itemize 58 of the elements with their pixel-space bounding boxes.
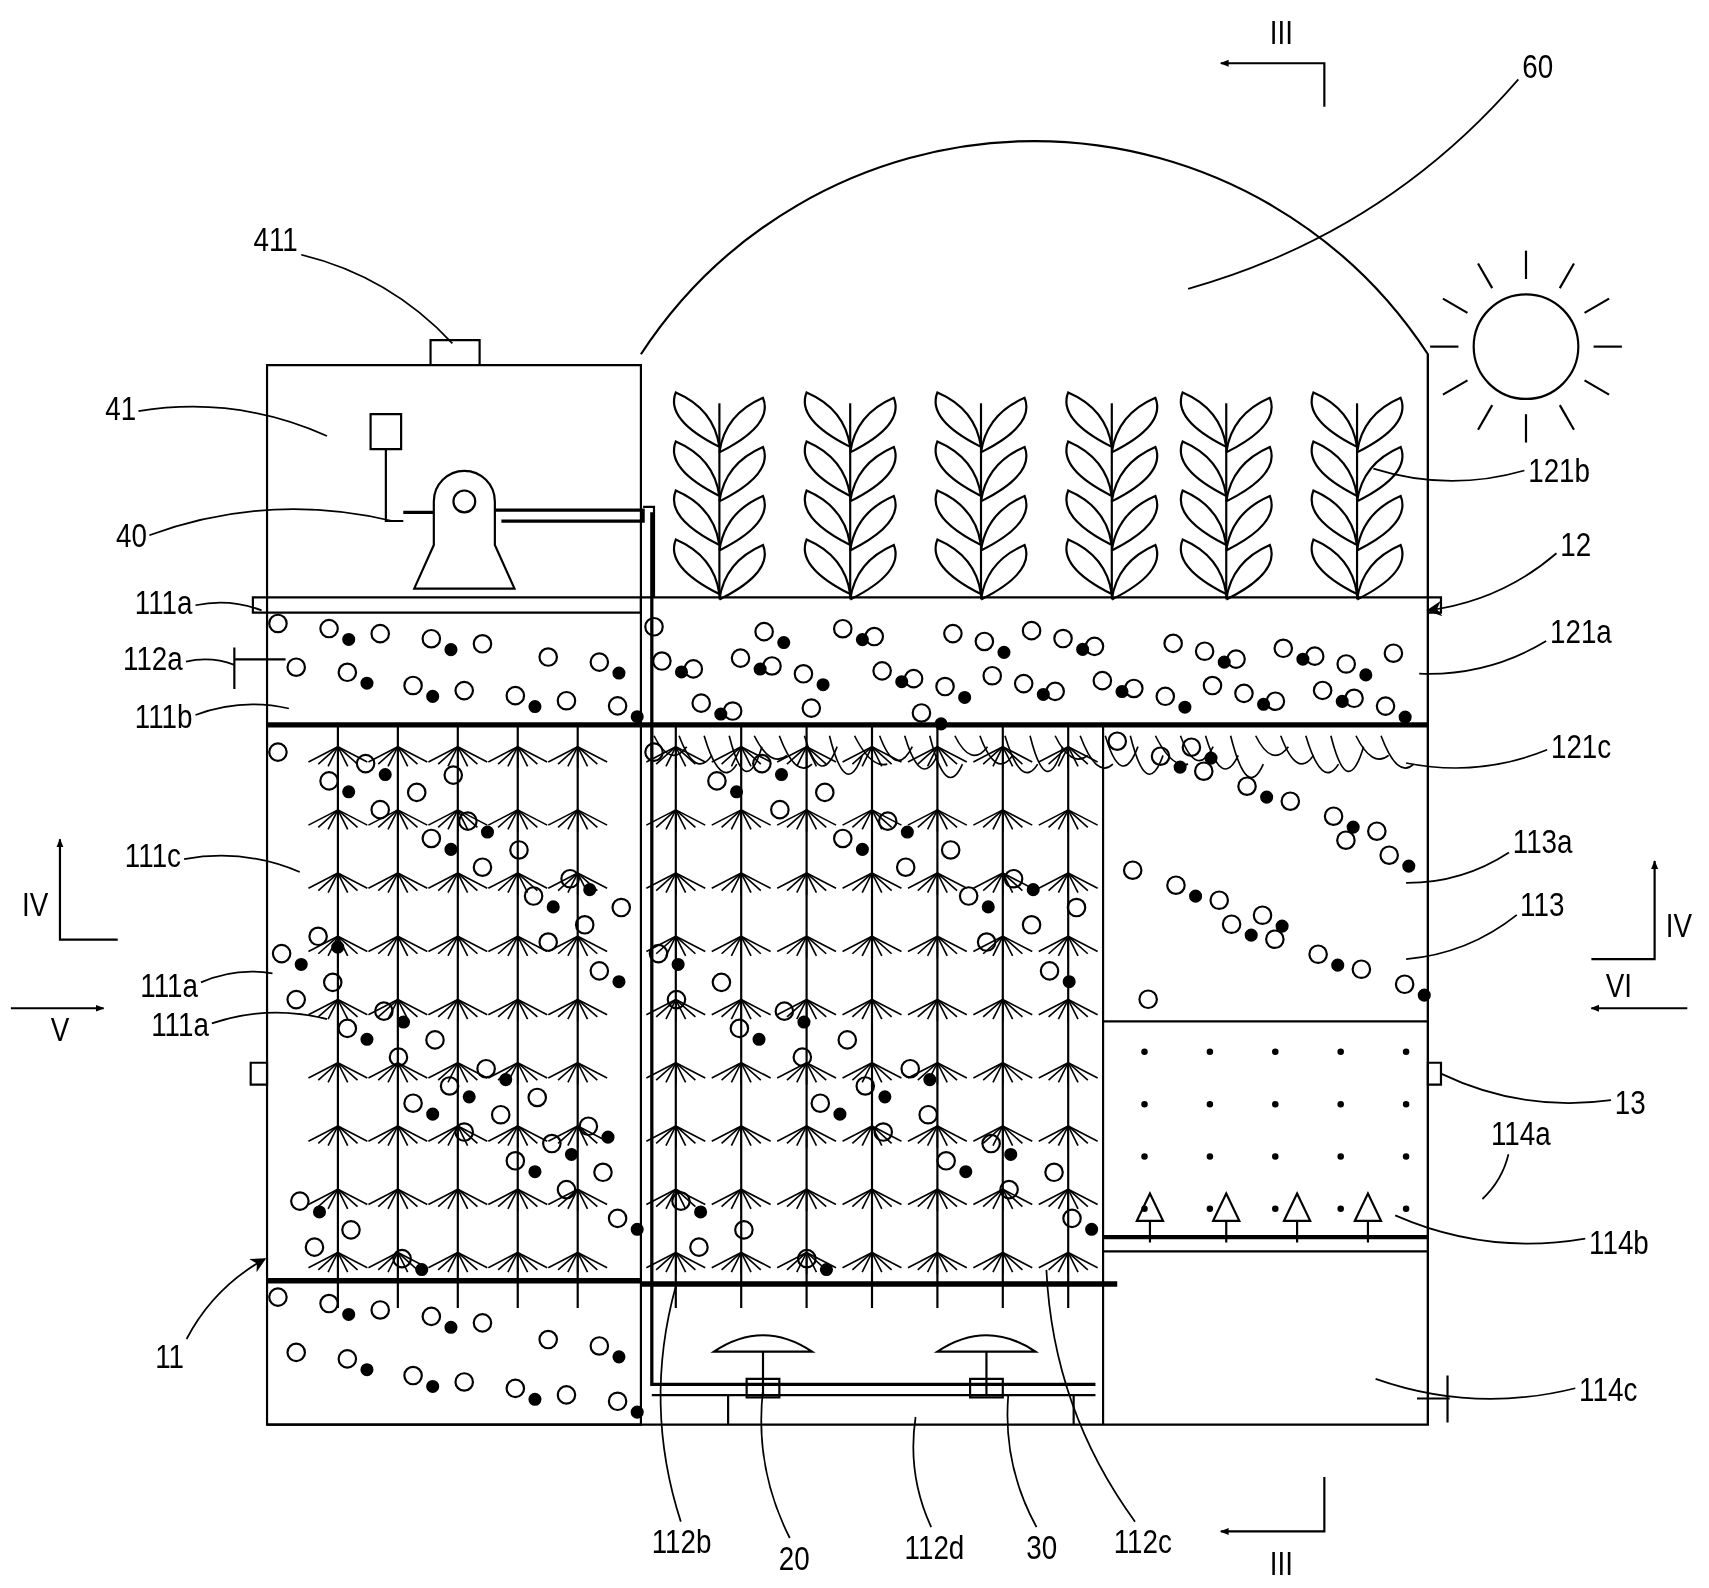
- leader-line: [1045, 1269, 1136, 1523]
- leader-line: [912, 1416, 933, 1528]
- callout-number: 112d: [904, 1530, 964, 1566]
- leader-line: [1440, 1072, 1612, 1104]
- leader-line: [137, 405, 328, 437]
- section-label: III: [1269, 1546, 1293, 1582]
- leader-line: [1187, 78, 1520, 290]
- leader-line: [1481, 1153, 1510, 1200]
- section-label: IV: [21, 887, 49, 923]
- leader-line: [183, 854, 301, 873]
- callout-number: 121c: [1550, 729, 1611, 765]
- leader-line: [185, 658, 236, 666]
- callout-number: 113: [1520, 887, 1565, 923]
- leader-line: [1372, 467, 1526, 482]
- callout-number: 111a: [134, 585, 193, 621]
- section-label: IV: [1665, 909, 1692, 944]
- leader-line: [1006, 1394, 1038, 1528]
- callout-number: 112b: [651, 1524, 711, 1560]
- callout-number: 111a: [151, 1007, 209, 1043]
- callout-number: 114a: [1490, 1116, 1551, 1152]
- callout-number: 114b: [1588, 1225, 1649, 1261]
- callout-number: 121a: [1549, 614, 1612, 650]
- leader-line: [194, 703, 290, 716]
- leader-line: [148, 508, 394, 537]
- leader-line: [200, 970, 274, 984]
- callout-number: 30: [1025, 1530, 1057, 1566]
- leader-line: [185, 1258, 267, 1340]
- section-label: V: [50, 1012, 70, 1048]
- callout-number: 411: [253, 222, 298, 258]
- callout-number: 11: [154, 1339, 184, 1375]
- callout-number: 111a: [140, 969, 198, 1004]
- callout-number: 112c: [1113, 1524, 1172, 1560]
- callout-number: 60: [1521, 50, 1553, 85]
- leader-line: [1405, 748, 1548, 769]
- callout-number: 13: [1614, 1085, 1646, 1121]
- leader-line: [300, 253, 454, 345]
- callout-number: 111b: [134, 699, 193, 735]
- callout-number: 12: [1559, 527, 1591, 563]
- leader-line: [1405, 851, 1510, 884]
- leader-line: [1405, 914, 1518, 961]
- callout-number: 20: [778, 1541, 810, 1577]
- callout-number: 41: [104, 391, 136, 427]
- leader-line: [194, 601, 263, 612]
- leader-line: [210, 1011, 328, 1025]
- leader-line: [659, 1285, 682, 1523]
- callout-number: 121b: [1527, 453, 1590, 489]
- section-label: III: [1269, 15, 1293, 51]
- callout-number: 113a: [1512, 825, 1572, 860]
- leader-line: [760, 1388, 791, 1539]
- leader-line: [1394, 1214, 1587, 1245]
- callout-number: 111c: [124, 838, 181, 874]
- callout-number: 114c: [1578, 1372, 1637, 1408]
- callout-number: 40: [115, 518, 147, 554]
- leader-line: [1374, 1378, 1577, 1400]
- section-label: VI: [1605, 969, 1632, 1004]
- leader-line: [1418, 640, 1548, 675]
- leader-line: [1426, 552, 1558, 616]
- callout-number: 112a: [122, 642, 183, 677]
